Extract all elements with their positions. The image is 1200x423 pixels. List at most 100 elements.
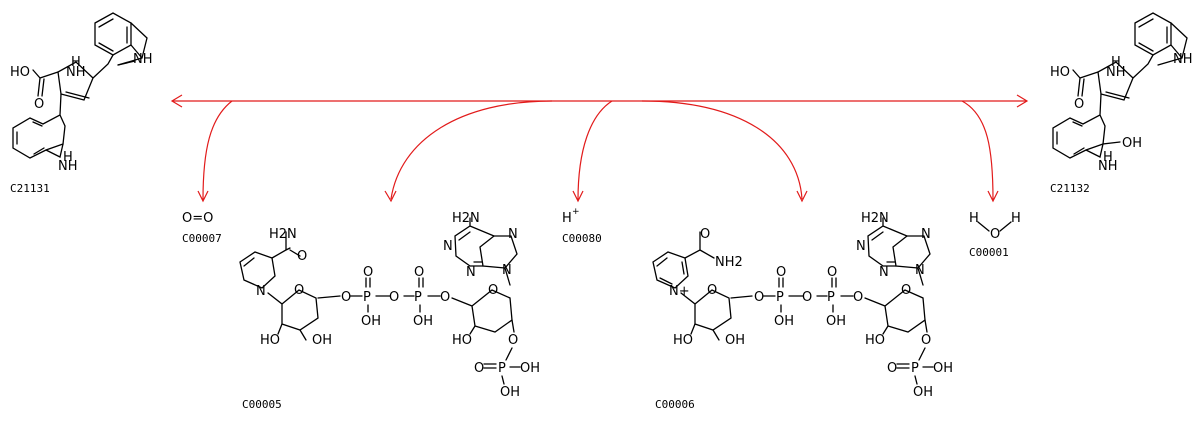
svg-text:P: P [363,290,371,305]
structure-c00007: O=O C00007 [182,211,222,245]
structure-c00001: H O H C00001 [969,211,1021,259]
svg-text:NH: NH [58,159,78,174]
svg-text:OH: OH [413,314,433,329]
svg-text:N: N [443,239,453,254]
svg-text:O: O [34,97,44,112]
svg-text:O: O [488,283,498,298]
svg-text:HO: HO [452,333,472,348]
svg-text:OH: OH [933,361,953,376]
svg-text:HO: HO [260,333,280,348]
structure-c21131: NH NH H HO O NH H C21131 [10,12,153,195]
label-c21131: C21131 [10,182,50,195]
label-c00001: C00001 [969,246,1009,259]
svg-text:O: O [414,265,424,280]
svg-text:O: O [389,290,399,305]
svg-text:O: O [990,227,1000,242]
arrow-to-nadph [390,100,553,200]
svg-text:P: P [827,290,835,305]
arrow-to-proton [577,100,613,201]
svg-text:O: O [901,283,911,298]
svg-text:HO: HO [865,333,885,348]
structure-c00005: H2N O N O HO OH O P O P O O O OH OH O HO… [239,211,540,411]
svg-text:O: O [363,265,373,280]
svg-text:OH: OH [1122,136,1142,151]
svg-text:O: O [802,290,812,305]
svg-text:HO: HO [10,65,30,80]
svg-text:O: O [776,265,786,280]
label-c00007: C00007 [182,232,222,245]
svg-text:NH: NH [1106,65,1126,80]
svg-text:O: O [1074,97,1084,112]
svg-text:HO: HO [673,333,693,348]
svg-text:NH: NH [1098,159,1118,174]
arrowhead-left [170,94,183,108]
svg-text:H: H [1111,55,1121,70]
arrowhead-nadph [384,190,397,203]
arrow-to-oxygen [202,100,233,201]
svg-text:NH: NH [1173,52,1193,67]
svg-text:N: N [508,227,518,242]
svg-text:NH: NH [133,52,153,67]
svg-text:N: N [256,284,266,299]
svg-text:O: O [754,290,764,305]
structure-c00080: H + C00080 [562,207,602,245]
label-c00080: C00080 [562,232,602,245]
svg-text:H2N: H2N [452,211,480,226]
svg-text:+: + [572,207,580,217]
svg-text:NH: NH [66,65,86,80]
svg-text:H2N: H2N [269,227,297,242]
svg-text:P: P [911,361,919,376]
svg-text:OH: OH [826,314,846,329]
arrow-to-nadp [641,100,803,200]
label-c00005: C00005 [242,398,282,411]
arrowhead-oxygen [197,190,209,203]
svg-text:O: O [887,361,897,376]
svg-text:N: N [466,265,476,280]
arrowhead-right [1016,94,1029,108]
svg-text:O: O [700,227,710,242]
svg-text:N: N [879,265,889,280]
svg-text:OH: OH [725,333,745,348]
svg-text:O: O [707,283,717,298]
svg-text:P: P [776,290,784,305]
svg-text:O: O [440,290,450,305]
svg-text:O: O [474,361,484,376]
svg-text:H: H [63,150,73,165]
svg-text:O: O [827,265,837,280]
svg-text:P: P [414,290,422,305]
structure-c21132: NH NH H HO O NH H OH C21132 [1050,12,1193,195]
svg-text:H: H [1011,211,1021,226]
svg-text:OH: OH [500,385,520,400]
svg-text:O: O [341,290,351,305]
svg-text:OH: OH [361,314,381,329]
svg-text:O: O [297,249,307,264]
svg-text:NH2: NH2 [715,255,743,270]
arrowhead-water [987,190,999,203]
svg-text:OH: OH [774,314,794,329]
svg-text:H: H [562,211,572,226]
svg-text:N: N [856,239,866,254]
svg-text:P: P [498,361,506,376]
svg-text:OH: OH [913,385,933,400]
svg-text:H: H [71,55,81,70]
reaction-arrows [170,94,1029,203]
svg-text:N: N [502,263,512,278]
label-c00006: C00006 [655,398,695,411]
arrowhead-proton [572,190,584,203]
svg-text:OH: OH [312,333,332,348]
structure-c00006: O NH2 N+ O HO OH O P O P O O O OH OH O H… [652,211,953,411]
svg-text:N: N [921,227,931,242]
arrowhead-nadp [796,190,808,203]
svg-text:O: O [853,290,863,305]
svg-text:O: O [921,333,931,348]
svg-text:O=O: O=O [182,211,213,226]
svg-text:H: H [969,211,979,226]
svg-text:H2N: H2N [861,211,889,226]
label-c21132: C21132 [1050,182,1090,195]
svg-text:H: H [1103,150,1113,165]
svg-text:O: O [294,283,304,298]
svg-text:N: N [915,263,925,278]
arrow-to-water [961,100,994,201]
